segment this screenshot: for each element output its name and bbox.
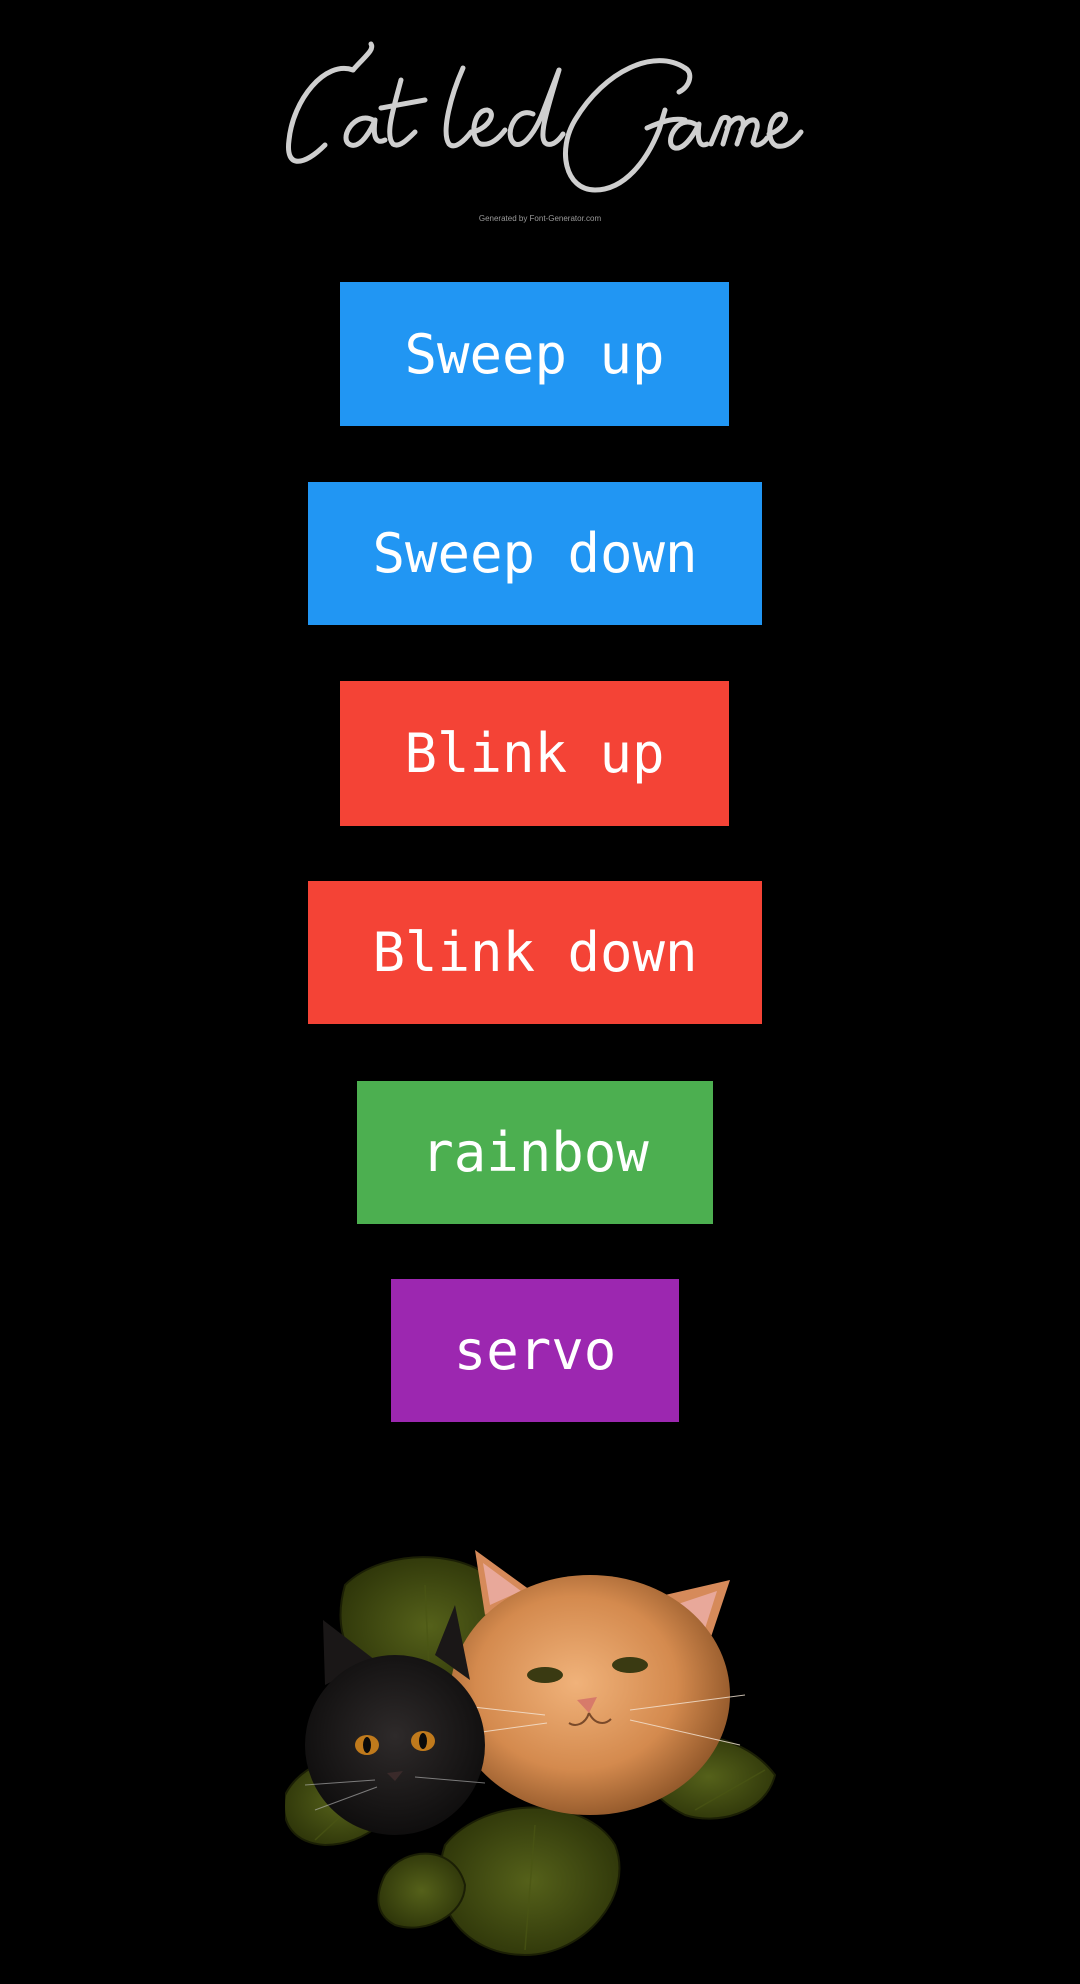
blink-up-button[interactable]: Blink up <box>340 681 729 826</box>
page-header: Generated by Font-Generator.com <box>0 0 1080 240</box>
sweep-down-button[interactable]: Sweep down <box>308 482 762 625</box>
sweep-up-label: Sweep up <box>404 322 665 386</box>
sweep-down-label: Sweep down <box>372 522 698 585</box>
sweep-up-button[interactable]: Sweep up <box>340 282 729 426</box>
servo-label: servo <box>453 1319 617 1382</box>
blink-down-label: Blink down <box>372 921 698 984</box>
rainbow-label: rainbow <box>421 1121 649 1184</box>
title-credit: Generated by Font-Generator.com <box>478 214 602 223</box>
servo-button[interactable]: servo <box>391 1279 679 1422</box>
title-logo <box>286 41 804 193</box>
cats-illustration-icon <box>285 1550 777 1957</box>
rainbow-button[interactable]: rainbow <box>357 1081 713 1224</box>
blink-down-button[interactable]: Blink down <box>308 881 762 1024</box>
blink-up-label: Blink up <box>404 722 665 785</box>
